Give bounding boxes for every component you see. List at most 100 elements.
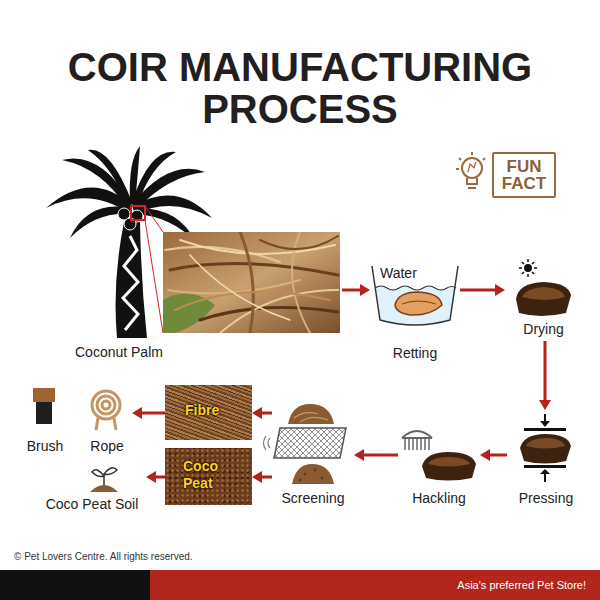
fun-fact-badge: FUN FACT — [492, 152, 556, 198]
soil-icon — [104, 468, 117, 475]
brush-product: Brush — [15, 383, 75, 458]
coconut-palm-step: Coconut Palm — [45, 160, 342, 365]
palm-illustration — [130, 146, 140, 204]
step-label: Hackling — [412, 490, 466, 507]
arrow-head — [252, 407, 262, 419]
brush-icon — [33, 388, 55, 424]
step-label: Retting — [393, 345, 437, 362]
retting-bowl — [402, 301, 436, 304]
husk-photo — [163, 232, 340, 333]
soil-product: Coco Peat Soil — [38, 462, 146, 513]
husk-photo — [240, 232, 253, 333]
sieve-icon — [264, 436, 271, 450]
fibre-photo: Fibre — [165, 385, 252, 440]
sieve-icon — [288, 404, 334, 424]
drying-icon — [532, 262, 534, 264]
process-arrow — [252, 471, 272, 483]
palm-illustration — [70, 207, 130, 238]
arrow-line — [460, 289, 496, 292]
arrow-line — [141, 412, 165, 415]
rope-icon — [92, 391, 120, 430]
diagram-title: COIR MANUFACTURING PROCESS — [40, 46, 560, 130]
badge-text: FUN FACT — [494, 154, 554, 196]
palm-illustration — [123, 236, 138, 330]
sieve-icon — [304, 473, 306, 475]
husk-photo — [165, 232, 338, 333]
arrow-line — [261, 412, 272, 415]
process-arrow — [354, 449, 398, 461]
husk-photo — [170, 264, 338, 275]
footer-bar — [0, 570, 600, 600]
hackling-icon — [402, 431, 432, 438]
drying-icon — [516, 282, 571, 316]
footer-bar — [0, 570, 150, 600]
palm-illustration — [116, 222, 147, 338]
step-label: Coconut Palm — [75, 344, 163, 361]
palm-illustration — [88, 150, 132, 207]
hackling-icon — [412, 438, 414, 450]
brush-icon — [33, 388, 55, 402]
arrow-line — [342, 289, 361, 292]
retting-bowl — [395, 292, 442, 315]
lightbulb-icon — [468, 187, 476, 189]
rope-icon — [102, 401, 110, 409]
process-arrow — [132, 407, 165, 419]
arrow-head — [252, 471, 262, 483]
arrow-head — [495, 284, 505, 296]
press-icon — [524, 465, 566, 468]
sieve-icon — [314, 469, 316, 471]
palm-illustration — [131, 206, 145, 220]
footer-bar — [150, 570, 600, 600]
process-arrow — [460, 284, 505, 296]
drying-icon — [522, 287, 565, 300]
rope-product: Rope — [82, 383, 132, 458]
hackling-icon — [420, 438, 422, 450]
arrow-head — [360, 284, 370, 296]
retting-bowl — [375, 286, 456, 325]
brush-icon — [36, 402, 52, 424]
screening-step: Screening — [272, 400, 354, 510]
press-icon — [520, 414, 571, 482]
lightbulb-icon — [471, 152, 473, 155]
arrow-head — [146, 471, 156, 483]
husk-photo — [190, 255, 290, 320]
hackling-icon — [428, 457, 470, 467]
hackling-icon — [408, 438, 410, 450]
press-icon — [540, 421, 550, 427]
drying-icon — [534, 267, 537, 269]
press-icon — [544, 474, 546, 482]
rope-icon — [97, 396, 115, 414]
hackling-icon — [405, 438, 429, 450]
press-icon — [526, 438, 565, 449]
coco-peat-photo: Coco Peat — [165, 448, 252, 505]
lightbulb-icon — [456, 168, 459, 170]
soil-icon — [90, 468, 118, 492]
palm-illustration — [145, 206, 163, 232]
husk-photo — [260, 236, 338, 249]
sieve-icon — [321, 477, 323, 479]
step-label: Rope — [90, 438, 123, 455]
husk-photo — [200, 308, 338, 321]
arrow-line — [261, 476, 272, 479]
drying-icon — [522, 272, 524, 274]
drying-icon — [516, 259, 571, 316]
drying-step: Drying — [505, 255, 582, 341]
photo-caption: Fibre — [185, 402, 219, 419]
retting-bowl — [372, 266, 458, 325]
pressing-step: Pressing — [507, 410, 585, 510]
husk-photo — [220, 290, 338, 333]
arrow-head — [480, 449, 490, 461]
lightbulb-icon — [467, 178, 477, 184]
process-arrow — [539, 341, 551, 410]
sieve-icon — [299, 479, 301, 481]
drying-icon — [524, 264, 532, 272]
soil-icon — [90, 485, 118, 492]
press-icon — [540, 469, 550, 474]
copyright-note: © Pet Lovers Centre. All rights reserved… — [14, 551, 193, 563]
drying-icon — [522, 262, 524, 264]
rope-icon — [96, 418, 116, 430]
hackling-icon — [428, 438, 430, 450]
step-label: Screening — [281, 490, 344, 507]
press-icon — [520, 434, 571, 464]
arrow-line — [489, 454, 507, 457]
